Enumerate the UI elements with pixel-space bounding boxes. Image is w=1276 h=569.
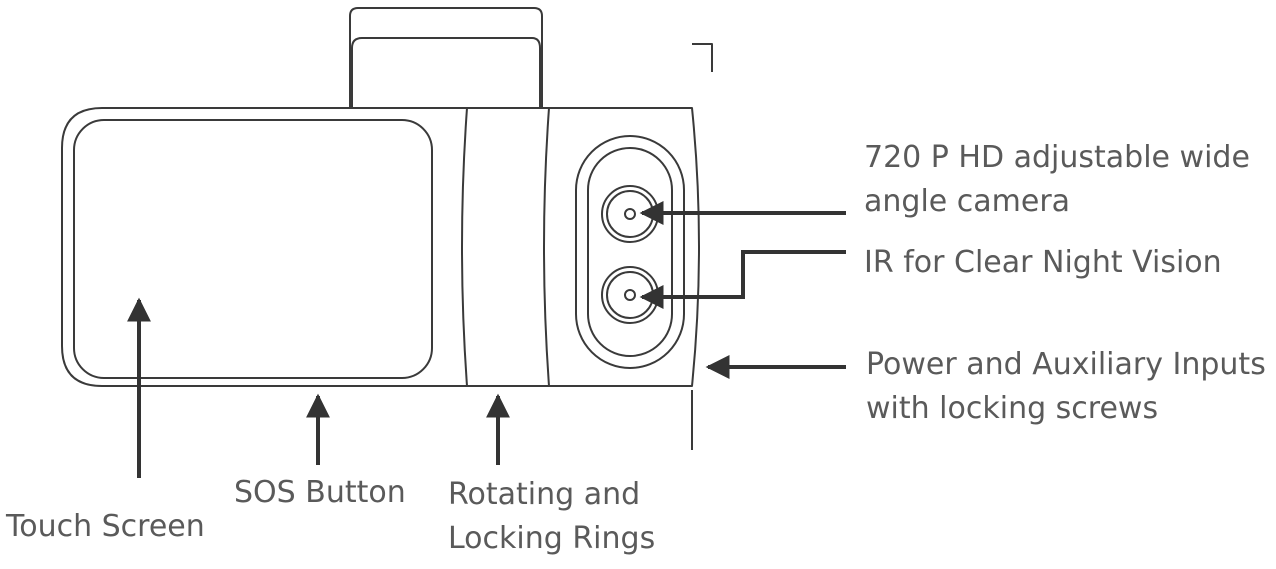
ir-arrow [639,250,846,309]
ir-lens-center [624,289,636,301]
mount-inner [351,37,541,108]
ring-divider-right [543,107,550,387]
lens-housing-inner [587,147,673,357]
ring-divider-left [461,107,468,387]
touch-screen-panel [73,119,433,379]
label-sos: SOS Button [234,471,406,515]
camera-lens-center [624,208,636,220]
callout-arrows [127,201,846,478]
mount-bracket [349,7,543,108]
label-sos-text: SOS Button [234,475,406,510]
label-camera-line2: angle camera [864,184,1071,219]
label-rotating: Rotating and Locking Rings [448,473,655,561]
label-touch-screen: Touch Screen [6,505,205,549]
label-rotating-line2: Locking Rings [448,521,656,556]
label-camera-line1: 720 P HD adjustable wide [864,140,1250,175]
lens-housing-outer [575,135,685,369]
label-touch-screen-text: Touch Screen [6,509,205,544]
label-rotating-line1: Rotating and [448,477,641,512]
device-outline [61,7,713,450]
label-camera: 720 P HD adjustable wide angle camera [864,136,1250,224]
label-power-line1: Power and Auxiliary Inputs [866,347,1266,382]
camera-body [61,107,700,387]
label-ir-text: IR for Clear Night Vision [864,245,1222,280]
label-power-line2: with locking screws [866,391,1159,426]
label-ir: IR for Clear Night Vision [864,241,1222,285]
side-plate [691,43,713,450]
label-power: Power and Auxiliary Inputs with locking … [866,343,1266,431]
